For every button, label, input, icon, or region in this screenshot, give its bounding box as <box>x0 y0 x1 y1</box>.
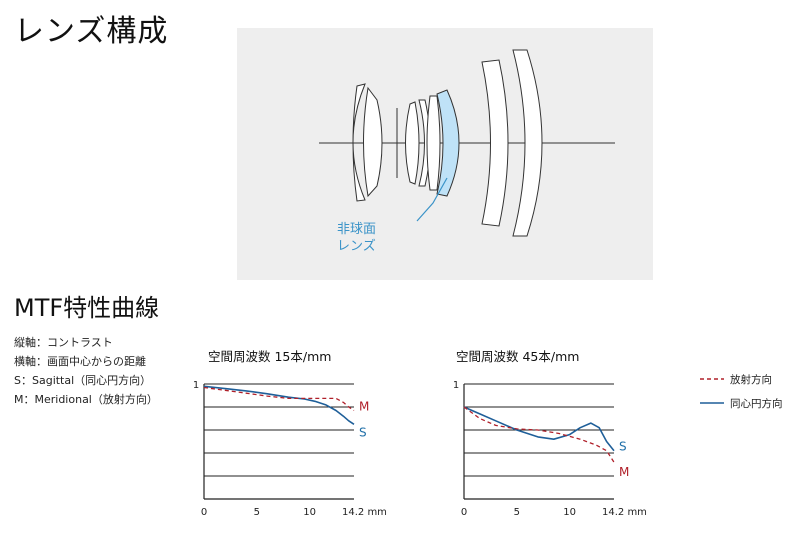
x-tick-label: 0 <box>201 507 207 518</box>
lens-elements <box>352 49 543 237</box>
aspherical-label-line2: レンズ <box>337 238 376 254</box>
series-label-m: M <box>359 399 369 413</box>
x-tick-label: 14.2 mm <box>602 507 647 518</box>
legend-swatch-solid <box>700 402 724 404</box>
lens-diagram-panel: 非球面 レンズ <box>237 28 653 280</box>
chart-title-15: 空間周波数 15本/mm <box>208 349 332 364</box>
legend-item-meridional: 放射方向 <box>700 372 783 386</box>
lens-element-8 <box>512 49 543 237</box>
lens-element-3 <box>405 101 420 185</box>
lens-element-7 <box>481 59 509 227</box>
meridional-description: M：Meridional（放射方向） <box>14 393 158 406</box>
lens-diagram: 非球面 レンズ <box>319 49 615 254</box>
series-meridional-line <box>463 406 615 463</box>
axis-description-horizontal: 横軸：画面中心からの距離 <box>14 355 146 368</box>
legend-swatch-dashed <box>700 378 724 380</box>
lens-element-6-aspherical <box>436 89 460 197</box>
sagittal-description: S：Sagittal（同心円方向） <box>14 374 152 387</box>
lens-element-5 <box>426 95 441 191</box>
x-tick-label: 10 <box>563 507 576 518</box>
y-tick-label: 1 <box>193 380 199 391</box>
x-tick-label: 5 <box>514 507 520 518</box>
legend: 放射方向 同心円方向 <box>700 372 783 420</box>
lens-element-1 <box>352 83 366 202</box>
aspherical-label-line1: 非球面 <box>337 222 376 237</box>
series-meridional-line <box>203 386 355 412</box>
series-label-s: S <box>619 440 627 454</box>
series-label-s: S <box>359 425 367 439</box>
series-sagittal-line <box>463 406 615 452</box>
mtf-chart-45: 0 5 10 14.2 mm 1SM <box>453 380 647 518</box>
lens-element-2 <box>363 86 383 198</box>
y-tick-label: 1 <box>453 380 459 391</box>
series-sagittal-line <box>203 385 355 425</box>
x-tick-label: 5 <box>254 507 260 518</box>
legend-label-sagittal: 同心円方向 <box>730 397 783 410</box>
series-label-m: M <box>619 465 629 479</box>
mtf-section-title: MTF特性曲線 <box>14 294 160 322</box>
legend-label-meridional: 放射方向 <box>730 373 772 386</box>
lens-section-title: レンズ構成 <box>14 14 169 49</box>
x-tick-label: 0 <box>461 507 467 518</box>
legend-item-sagittal: 同心円方向 <box>700 396 783 410</box>
x-tick-label: 14.2 mm <box>342 507 387 518</box>
x-tick-label: 10 <box>303 507 316 518</box>
aspherical-callout-line <box>416 177 448 222</box>
mtf-chart-15: 0 5 10 14.2 mm 1SM <box>193 380 387 518</box>
axis-description-vertical: 縦軸：コントラスト <box>14 336 113 349</box>
chart-title-45: 空間周波数 45本/mm <box>456 349 580 364</box>
